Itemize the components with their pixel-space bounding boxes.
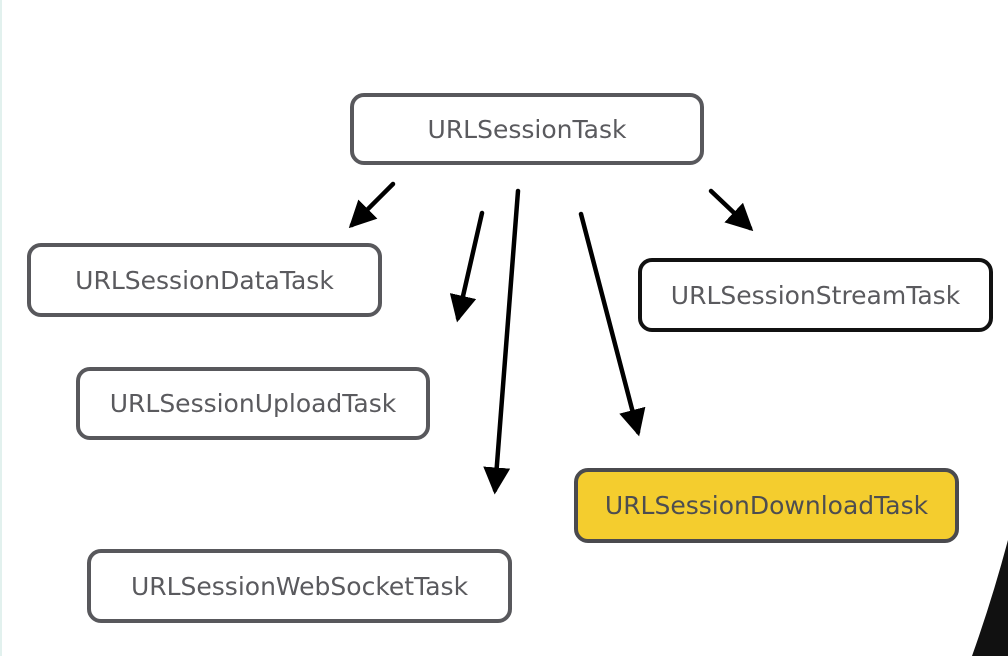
arrow-to-datatask <box>348 181 396 229</box>
node-label-urlsessiondatatask: URLSessionDataTask <box>75 265 334 295</box>
arrow-to-uploadtask <box>449 210 485 323</box>
left-edge-strip <box>0 0 2 656</box>
arrow-to-downloadtask <box>578 211 646 437</box>
node-label-urlsessiontask: URLSessionTask <box>427 114 627 144</box>
node-label-urlsessiondownloadtask: URLSessionDownloadTask <box>604 491 929 520</box>
node-urlsessiontask: URLSessionTask <box>350 93 704 165</box>
arrow-to-websockettask <box>483 188 521 495</box>
node-label-urlsessionstreamtask: URLSessionStreamTask <box>670 280 961 310</box>
node-urlsessionuploadtask: URLSessionUploadTask <box>76 367 430 440</box>
node-urlsessionwebsockettask: URLSessionWebSocketTask <box>87 549 512 623</box>
node-label-urlsessionuploadtask: URLSessionUploadTask <box>109 389 397 418</box>
arrow-to-streamtask <box>708 188 754 232</box>
node-urlsessiondownloadtask: URLSessionDownloadTask <box>574 468 959 543</box>
node-urlsessiondatatask: URLSessionDataTask <box>27 243 382 317</box>
node-label-urlsessionwebsockettask: URLSessionWebSocketTask <box>130 571 469 601</box>
node-urlsessionstreamtask: URLSessionStreamTask <box>638 258 993 332</box>
